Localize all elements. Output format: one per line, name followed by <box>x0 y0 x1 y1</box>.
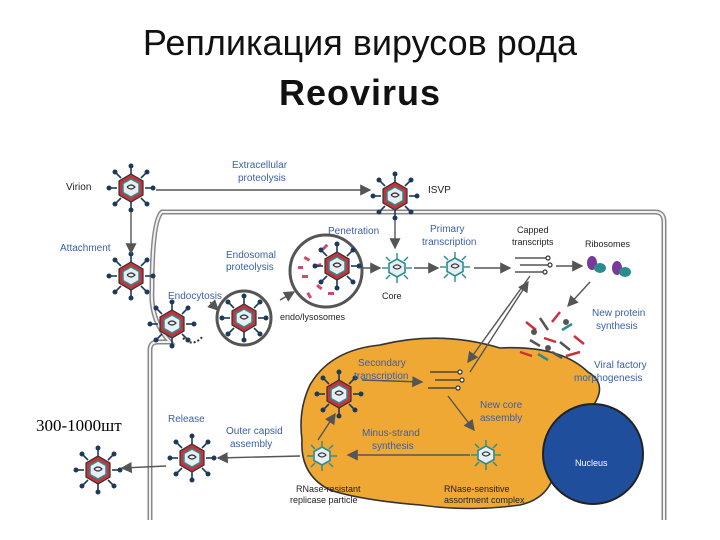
label-outer-capsid-assembly: assembly <box>230 439 272 450</box>
label-new-protein-synthesis: synthesis <box>596 321 638 332</box>
pathway-arrows <box>120 184 591 474</box>
label-secondary-transcription: transcription <box>354 371 408 382</box>
label-rnase-sensitive: RNase-sensitive <box>444 484 510 494</box>
label-endosomal: Endosomal <box>226 250 276 261</box>
label-minus-strand: Minus-strand <box>362 428 420 439</box>
released-virion-icon <box>72 444 124 496</box>
label-viral-factory: Viral factory <box>594 360 647 371</box>
label-outer-capsid: Outer capsid <box>226 426 283 437</box>
slide-title-line1: Репликация вирусов рода <box>142 22 578 63</box>
virion-in-endosome <box>311 240 363 292</box>
label-rnase-resistant: RNase-resistant <box>296 484 361 494</box>
label-replicase-particle: replicase particle <box>290 495 358 505</box>
slide-title-line2: Reovirus <box>278 72 442 113</box>
label-new-core-assembly: assembly <box>480 413 522 424</box>
label-endo-lysosomes: endo/lysosomes <box>280 312 346 322</box>
label-viral-factory-morphogenesis: morphogenesis <box>574 373 642 384</box>
progeny-count-label: 300-1000шт <box>36 416 122 435</box>
label-new-protein: New protein <box>592 308 645 319</box>
virion-in-small-endosome <box>218 292 270 344</box>
label-release: Release <box>168 414 205 425</box>
label-assortment-complex: assortment complex <box>444 495 525 505</box>
label-capped: Capped <box>517 225 549 235</box>
label-isvp: ISVP <box>428 185 451 196</box>
core-icon <box>381 252 413 284</box>
label-extracellular-proteolysis: proteolysis <box>238 173 286 184</box>
label-capped-transcripts: transcripts <box>512 237 554 247</box>
label-minus-strand-synthesis: synthesis <box>372 441 414 452</box>
release-virion-icon <box>166 432 218 484</box>
label-virion: Virion <box>66 182 91 193</box>
replicase-particle-icon <box>306 440 338 472</box>
label-primary: Primary <box>430 224 464 235</box>
virion-icon <box>105 162 157 214</box>
label-ribosomes: Ribosomes <box>585 239 631 249</box>
assortment-complex-icon <box>470 439 502 471</box>
attached-virion-icon <box>105 250 157 302</box>
label-endosomal-proteolysis: proteolysis <box>226 262 274 273</box>
ribosome-icons <box>587 256 631 277</box>
nucleus <box>542 403 644 505</box>
label-attachment: Attachment <box>60 243 111 254</box>
new-protein-cluster <box>519 311 585 362</box>
isvp-icon <box>369 170 421 222</box>
label-core: Core <box>382 291 402 301</box>
label-primary-transcription: transcription <box>422 237 476 248</box>
virion-endocytosis <box>146 298 198 350</box>
label-new-core: New core <box>480 400 523 411</box>
label-penetration: Penetration <box>328 226 379 237</box>
label-extracellular: Extracellular <box>232 160 288 171</box>
capped-transcripts <box>428 255 553 391</box>
transcribing-core-icon <box>439 251 471 283</box>
label-secondary: Secondary <box>358 358 406 369</box>
label-nucleus: Nucleus <box>575 458 608 468</box>
label-endocytosis: Endocytosis <box>168 291 222 302</box>
